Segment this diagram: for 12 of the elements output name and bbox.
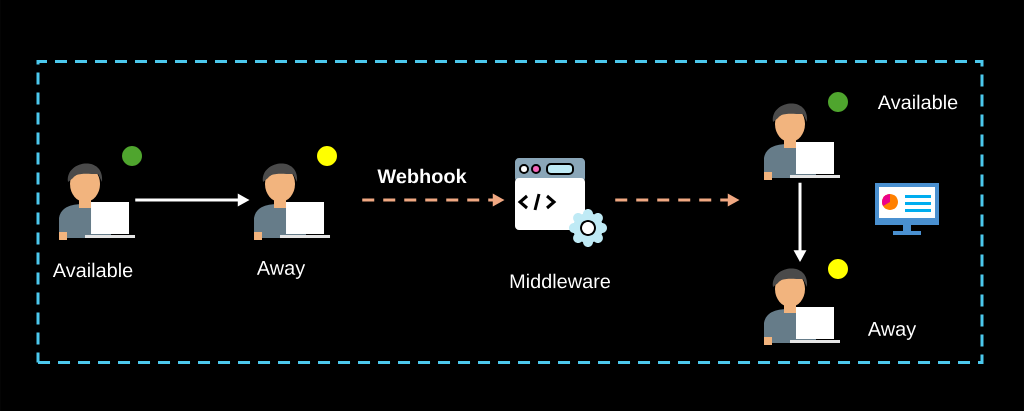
person-drawing xyxy=(764,268,840,345)
status-label: Middleware xyxy=(510,273,610,289)
dashed-frame xyxy=(36,60,984,364)
person-drawing xyxy=(764,103,840,180)
edge-label: Webhook xyxy=(377,168,467,184)
status-label: Away xyxy=(867,322,917,340)
person-drawing xyxy=(254,163,330,240)
person-drawing xyxy=(59,163,135,240)
status-label: Away xyxy=(256,261,306,279)
status-label: Available xyxy=(877,94,958,110)
status-label: Available xyxy=(52,262,133,278)
middleware-drawing xyxy=(515,158,607,247)
